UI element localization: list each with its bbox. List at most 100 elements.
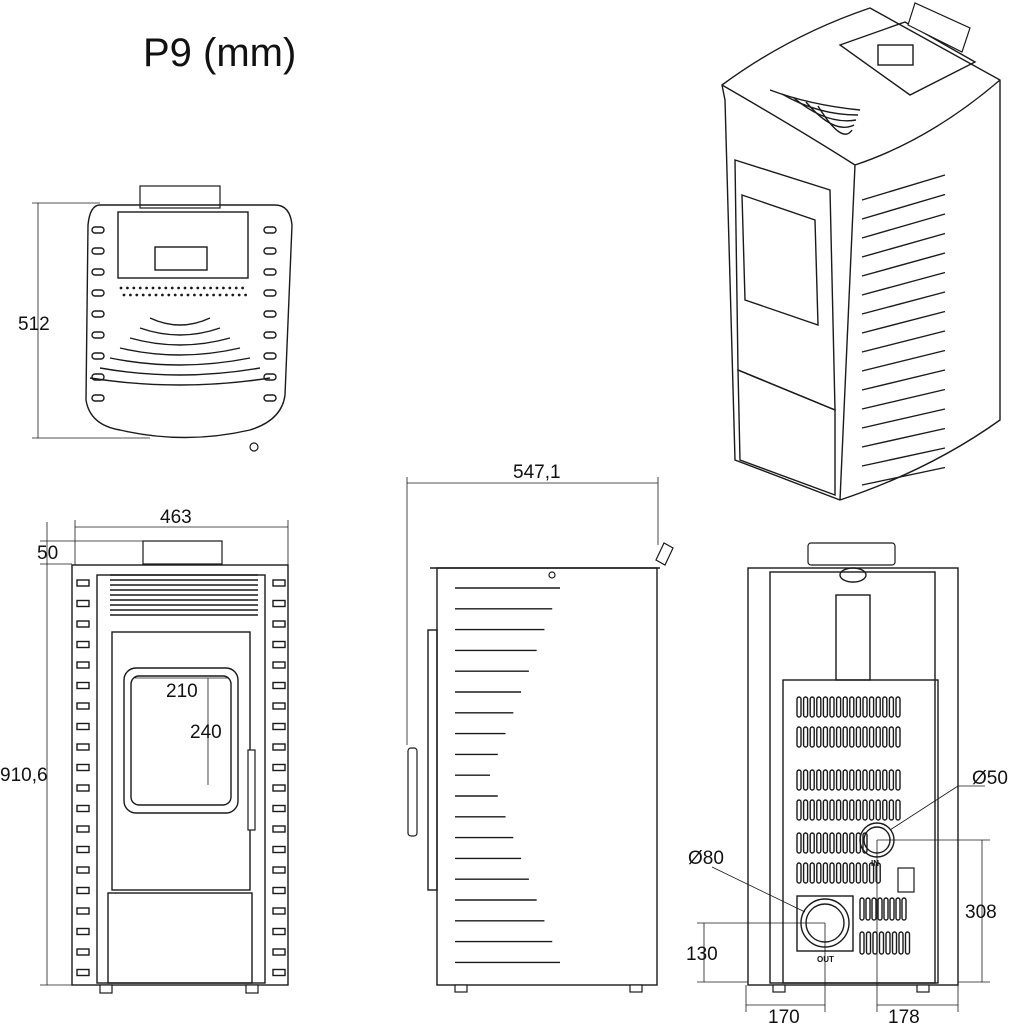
control-panel — [139, 185, 221, 209]
back-vent-slot — [862, 799, 868, 821]
vent-slot — [91, 268, 105, 276]
back-vent-slot — [849, 832, 855, 854]
back-vent-slot — [842, 696, 848, 718]
door-glass-inner — [130, 675, 232, 806]
back-vent-slot — [835, 696, 842, 718]
front-control-panel — [142, 540, 223, 565]
back-vent-slot — [868, 799, 875, 821]
dim-label-o80: Ø80 — [688, 848, 724, 869]
vent-dot — [135, 293, 139, 297]
vent-slot — [263, 310, 277, 318]
back-vent-slot — [829, 696, 835, 718]
vent-dot — [244, 293, 248, 297]
side-slot — [272, 620, 286, 628]
vent-dot — [151, 286, 155, 290]
side-slot — [272, 599, 286, 608]
back-vent-slot — [895, 799, 901, 821]
iso-louver — [861, 174, 946, 201]
hopper-handle — [154, 246, 208, 271]
inlet-tag: IN — [871, 859, 879, 868]
side-slot — [272, 845, 286, 854]
vent-arc — [139, 327, 221, 336]
iso-louver — [861, 388, 946, 410]
back-vent-slot — [842, 726, 848, 748]
vent-dot — [196, 286, 200, 290]
hopper-hole — [839, 567, 867, 583]
side-control-panel — [655, 542, 674, 566]
back-vent-slot — [904, 931, 911, 955]
back-vent-slot — [802, 769, 809, 791]
back-vent-slot — [816, 832, 822, 854]
back-vent-slot — [855, 769, 862, 791]
side-slot — [76, 640, 90, 649]
vent-dot — [190, 286, 193, 290]
back-vent-slot — [855, 726, 862, 748]
foot — [99, 984, 113, 994]
side-slot — [76, 620, 90, 628]
side-slot — [76, 886, 90, 895]
back-vent-slot — [849, 726, 855, 748]
iso-louver — [861, 252, 946, 277]
vent-arc — [89, 377, 271, 386]
iso-hopper-lid — [838, 21, 977, 96]
back-vent-slot — [859, 931, 865, 955]
iso-louver — [861, 408, 946, 429]
vent-dot — [237, 293, 241, 297]
side-slot — [272, 640, 286, 649]
back-vent-slot — [875, 862, 881, 884]
vent-dot — [158, 286, 161, 290]
side-outline — [436, 567, 658, 986]
back-vent-slot — [888, 696, 895, 718]
vent-dot — [141, 293, 145, 297]
back-vent-slot — [816, 696, 822, 718]
side-slot — [76, 784, 90, 792]
vent-dot — [205, 293, 209, 297]
back-vent-slot — [849, 799, 855, 821]
side-slot — [76, 579, 90, 587]
iso-louver — [861, 330, 946, 353]
vent-arc — [109, 357, 251, 366]
back-vent-slot — [835, 862, 842, 884]
leader-o80 — [711, 866, 806, 913]
back-vent-slot — [822, 769, 829, 791]
vent-slot — [263, 226, 277, 234]
back-vent-slot — [822, 696, 829, 718]
back-vent-slot — [871, 897, 877, 921]
back-vent-slot — [882, 799, 888, 821]
side-door-edge — [427, 629, 438, 891]
back-vent-slot — [855, 799, 862, 821]
back-vent-slot — [849, 862, 855, 884]
back-vent-slot — [865, 931, 872, 955]
vent-dot — [183, 286, 187, 290]
back-vent-slot — [835, 769, 842, 791]
back-vent-slot — [895, 726, 901, 748]
back-panel — [782, 679, 939, 984]
vent-slot — [91, 310, 105, 318]
side-slot — [76, 702, 90, 710]
back-vent-slot — [882, 726, 888, 748]
back-vent-slot — [862, 769, 868, 791]
back-vent-slot — [829, 832, 835, 854]
vent-dot — [193, 293, 196, 297]
dim-label-240: 240 — [190, 722, 222, 743]
top-body-outline — [85, 204, 293, 439]
vent-dot — [129, 293, 132, 297]
back-vent-slot — [878, 931, 885, 955]
side-slot — [76, 825, 90, 833]
back-vent-slot — [868, 862, 875, 884]
back-vent-slot — [865, 897, 871, 921]
dim-label-463: 463 — [160, 507, 192, 528]
back-vent-slot — [888, 799, 895, 821]
side-slot — [272, 763, 286, 772]
back-vent-slot — [849, 696, 855, 718]
screw — [548, 571, 556, 579]
vent-dot — [164, 286, 168, 290]
vent-dot — [170, 286, 174, 290]
side-slot — [76, 743, 90, 751]
side-slot — [76, 927, 90, 936]
vent-dot — [132, 286, 136, 290]
back-vent-slot — [809, 832, 815, 854]
iso-louver — [861, 213, 946, 239]
dim-label-547-1: 547,1 — [513, 462, 561, 483]
back-vent-slot — [889, 897, 895, 921]
